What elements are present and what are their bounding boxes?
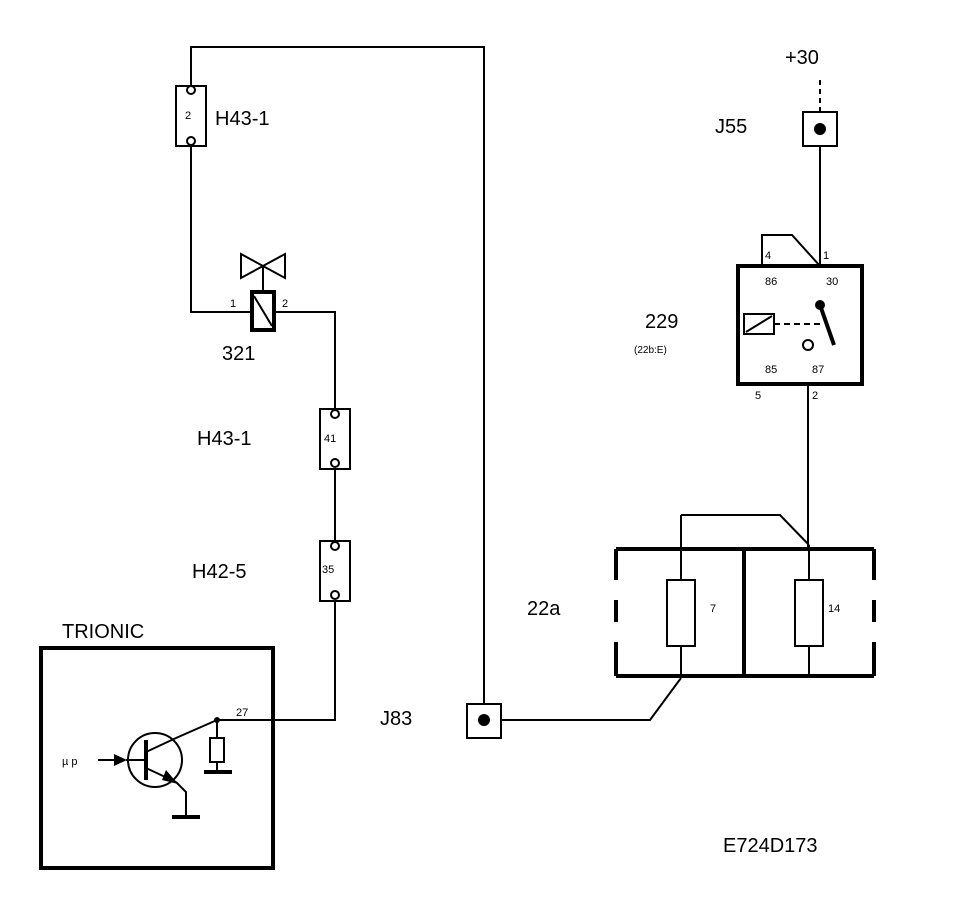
valve-icon xyxy=(240,252,286,280)
wire-h42-to-trionic xyxy=(217,600,336,721)
fuse-box-22a: 7 14 xyxy=(614,514,876,678)
transistor-icon xyxy=(126,719,218,819)
connector-pin-label: 41 xyxy=(324,433,336,445)
connector-h43-1-mid-label: H43-1 xyxy=(197,428,251,450)
relay-pin-5-label: 5 xyxy=(755,390,761,402)
ground-point-j83-label: J83 xyxy=(380,708,412,730)
trionic-label: TRIONIC xyxy=(62,621,144,643)
relay-229-label: 229 xyxy=(645,311,678,333)
fuse-7-label: 7 xyxy=(710,603,716,615)
trionic-module-box xyxy=(39,646,275,870)
valve-pin-1-label: 1 xyxy=(230,298,236,310)
connector-pin-label: 35 xyxy=(322,564,334,576)
valve-pin-2-label: 2 xyxy=(282,298,288,310)
relay-229: 4 1 86 30 85 87 5 2 xyxy=(736,234,864,548)
connector-h43-1-top-label: H43-1 xyxy=(215,108,269,130)
connector-h43-1-top: 2 xyxy=(175,85,207,147)
relay-pin-1-label: 1 xyxy=(823,250,829,262)
connector-h42-5-label: H42-5 xyxy=(192,561,246,583)
trionic-pin-27-label: 27 xyxy=(236,707,248,719)
fuse-box-22a-label: 22a xyxy=(527,598,561,620)
input-arrow-icon xyxy=(98,754,127,766)
wire-valve-to-h43-mid xyxy=(274,311,336,410)
connector-h43-1-mid: 41 xyxy=(319,408,351,470)
fuse-14-label: 14 xyxy=(828,603,840,615)
valve-321-label: 321 xyxy=(222,343,255,365)
wire-j83-to-fuse-7 xyxy=(501,677,682,721)
relay-pin-4-label: 4 xyxy=(765,250,771,262)
ground-point-j83 xyxy=(466,703,502,739)
relay-pin-30-label: 30 xyxy=(826,276,838,288)
supply-plus30-label: +30 xyxy=(785,47,819,69)
connector-h42-5: 35 xyxy=(319,540,351,602)
microprocessor-label: µ p xyxy=(62,756,78,768)
connection-point-j55-label: J55 xyxy=(715,116,747,138)
relay-pin-87-label: 87 xyxy=(812,364,824,376)
relay-pin-2-label: 2 xyxy=(812,390,818,402)
resistor-icon xyxy=(204,717,232,774)
connection-point-j55 xyxy=(802,111,838,147)
relay-pin-86-label: 86 xyxy=(765,276,777,288)
relay-pin-85-label: 85 xyxy=(765,364,777,376)
connector-pin-label: 2 xyxy=(185,110,191,122)
diagram-code: E724D173 xyxy=(723,835,818,857)
solenoid-valve-321: 1 2 xyxy=(230,252,288,332)
wire-h43-to-valve xyxy=(190,145,252,313)
relay-229-sub-label: (22b:E) xyxy=(634,345,667,356)
wire-top-loop xyxy=(190,46,485,718)
